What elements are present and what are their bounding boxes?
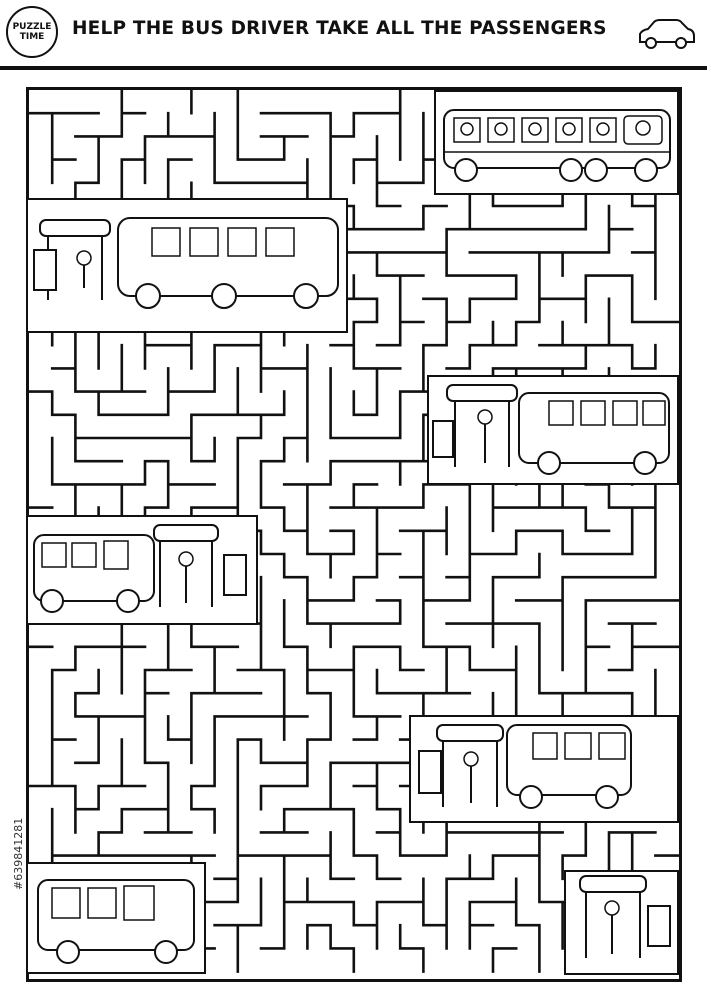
bus-stop-with-bus-icon (418, 724, 632, 809)
bus-stop-3 (26, 515, 258, 625)
puzzle-time-badge: PUZZLE TIME (6, 6, 58, 58)
bus-stop-4 (409, 715, 679, 823)
bus-stop-with-bus-icon (33, 217, 339, 309)
badge-line-1: PUZZLE (12, 22, 52, 32)
bus-stop-with-bus-icon (33, 524, 247, 613)
school-bus-with-driver-icon (443, 109, 671, 182)
bus-stop-2 (427, 375, 679, 485)
bus-stop-with-bus-icon (432, 384, 670, 475)
maze (26, 87, 682, 982)
bus-stop-6 (564, 870, 679, 975)
bus-stop-5 (26, 862, 206, 974)
badge-line-2: TIME (19, 32, 45, 42)
car-icon (639, 19, 695, 49)
bus-stop-1 (26, 198, 348, 333)
school-bus-icon (37, 879, 195, 964)
stock-watermark: #639841281 (12, 817, 25, 890)
driver-bus-area (434, 90, 679, 195)
page-title: HELP THE BUS DRIVER TAKE ALL THE PASSENG… (72, 18, 607, 39)
header: PUZZLE TIME HELP THE BUS DRIVER TAKE ALL… (0, 0, 707, 70)
header-rule (0, 66, 707, 70)
bus-stop-with-child-icon (579, 875, 671, 958)
